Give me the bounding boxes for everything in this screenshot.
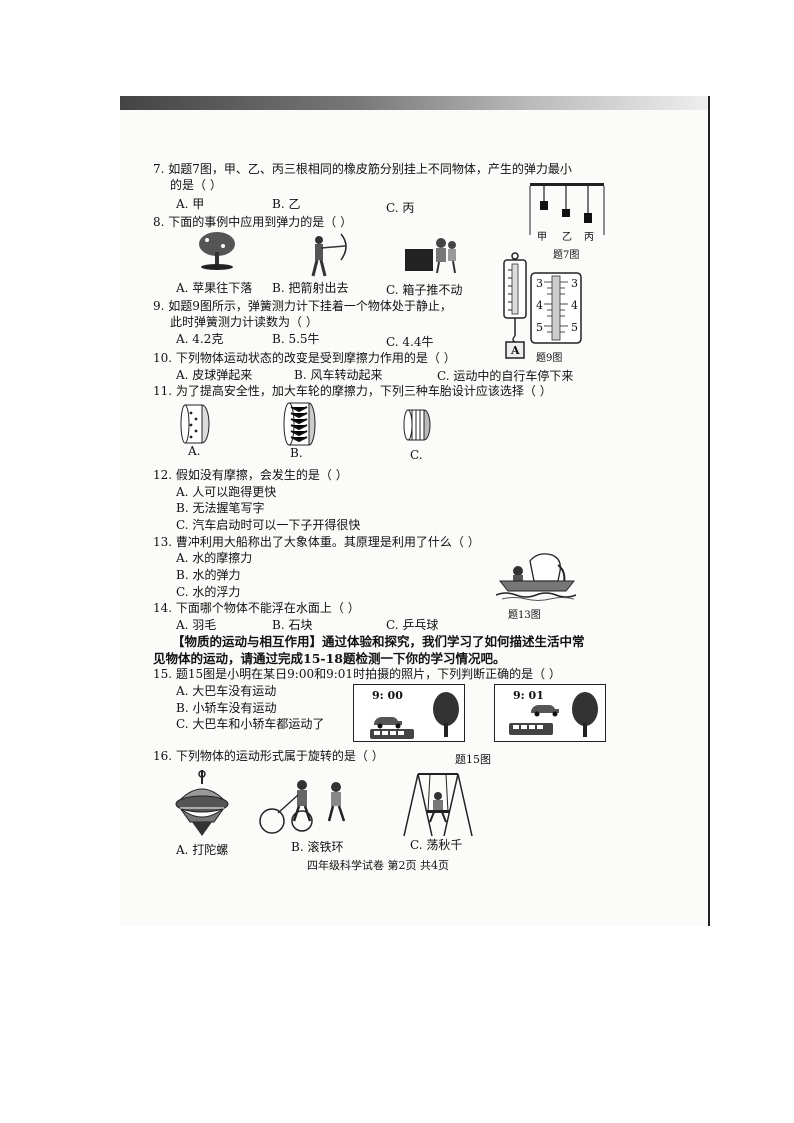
q7-option-c: C. 丙 [386, 201, 415, 215]
q15-option-c: C. 大巴车和小轿车都运动了 [176, 717, 325, 731]
q13-option-c: C. 水的浮力 [176, 585, 241, 599]
scale-number-5: 5 [536, 321, 543, 334]
q16-option-c: C. 荡秋千 [410, 838, 463, 852]
q7-fig-label-bing: 丙 [584, 232, 594, 243]
photo-900-time: 9: 00 [372, 689, 403, 702]
photo-900-frame: 9: 00 [353, 684, 465, 742]
q8-option-b: B. 把箭射出去 [272, 281, 349, 295]
apple-tree-image [195, 230, 239, 270]
q12-option-a: A. 人可以跑得更快 [176, 485, 277, 499]
q7-caption: 题7图 [553, 250, 580, 261]
tire-a-image [180, 403, 210, 445]
q10-option-c: C. 运动中的自行车停下来 [437, 369, 574, 383]
q9-option-c: C. 4.4牛 [386, 335, 434, 349]
q11-stem: 11. 为了提高安全性，加大车轮的摩擦力，下列三种车胎设计应该选择（ ） [153, 384, 552, 398]
q12-option-b: B. 无法握笔写字 [176, 501, 265, 515]
q15-option-a: A. 大巴车没有运动 [176, 684, 277, 698]
q7-rubber-band-figure [528, 183, 608, 235]
q8-stem: 8. 下面的事例中应用到弹力的是（ ） [153, 215, 353, 229]
q16-stem: 16. 下列物体的运动形式属于旋转的是（ ） [153, 749, 384, 763]
scale-number-5-right: 5 [571, 321, 578, 334]
q9-caption: 题9图 [536, 353, 563, 364]
scan-top-edge [120, 96, 708, 110]
q7-option-b: B. 乙 [272, 197, 301, 211]
section-heading-line1: 【物质的运动与相互作用】通过体验和探究，我们学习了如何描述生活中常 [172, 634, 585, 649]
page-footer: 四年级科学试卷 第2页 共4页 [307, 859, 449, 872]
q13-caption: 题13图 [508, 610, 541, 621]
photo-901-time: 9: 01 [513, 689, 544, 702]
q14-option-c: C. 乒乓球 [386, 618, 439, 632]
tire-c-image [402, 408, 432, 442]
q15-caption: 题15图 [455, 753, 491, 766]
q16-option-b: B. 滚铁环 [291, 840, 344, 854]
scale-number-4-right: 4 [571, 299, 578, 312]
q11-option-b: B. [290, 446, 303, 460]
scale-number-3-right: 3 [571, 277, 578, 290]
q9-stem-line2: 此时弹簧测力计读数为（ ） [170, 315, 318, 329]
q7-fig-label-yi: 乙 [562, 232, 572, 243]
q7-fig-label-jia: 甲 [537, 232, 547, 243]
archer-image [305, 232, 353, 278]
q9-option-a: A. 4.2克 [176, 332, 224, 346]
rolling-hoop-image [256, 775, 356, 835]
scale-number-3: 3 [536, 277, 543, 290]
spinning-top-image [170, 770, 234, 838]
q9-option-b: B. 5.5牛 [272, 332, 320, 346]
elephant-boat-image [496, 551, 578, 601]
pushing-box-image [403, 235, 459, 275]
q9-stem-line1: 9. 如题9图所示，弹簧测力计下挂着一个物体处于静止， [153, 299, 452, 313]
q10-option-a: A. 皮球弹起来 [176, 368, 253, 382]
section-heading-line2: 见物体的运动，请通过完成15-18题检测一下你的学习情况吧。 [153, 651, 506, 666]
q13-option-b: B. 水的弹力 [176, 568, 241, 582]
q13-option-a: A. 水的摩擦力 [176, 551, 253, 565]
swing-image [398, 770, 478, 838]
q13-stem: 13. 曹冲利用大船称出了大象体重。其原理是利用了什么（ ） [153, 535, 480, 549]
q11-option-c: C. [410, 448, 423, 462]
q16-option-a: A. 打陀螺 [176, 843, 229, 857]
tire-b-image [283, 401, 317, 447]
q7-stem-line1: 7. 如题7图，甲、乙、丙三根相同的橡皮筋分别挂上不同物体，产生的弹力最小 [153, 162, 572, 176]
scale-zoom-image [530, 272, 582, 344]
q11-option-a: A. [188, 444, 201, 458]
q14-option-b: B. 石块 [272, 618, 313, 632]
spring-scale-image [500, 252, 530, 360]
scale-number-4: 4 [536, 299, 543, 312]
q15-option-b: B. 小轿车没有运动 [176, 701, 277, 715]
q7-option-a: A. 甲 [176, 197, 205, 211]
q10-stem: 10. 下列物体运动状态的改变是受到摩擦力作用的是（ ） [153, 351, 456, 365]
q14-stem: 14. 下面哪个物体不能浮在水面上（ ） [153, 601, 360, 615]
weight-label: A [511, 344, 520, 357]
q7-stem-line2: 的是（ ） [170, 178, 222, 192]
q10-option-b: B. 风车转动起来 [294, 368, 383, 382]
q8-option-c: C. 箱子推不动 [386, 283, 463, 297]
q12-stem: 12. 假如没有摩擦，会发生的是（ ） [153, 468, 348, 482]
q15-stem: 15. 题15图是小明在某日9:00和9:01时拍摄的照片，下列判断正确的是（ … [153, 667, 561, 681]
q12-option-c: C. 汽车启动时可以一下子开得很快 [176, 518, 361, 532]
photo-901-frame: 9: 01 [494, 684, 606, 742]
q14-option-a: A. 羽毛 [176, 618, 217, 632]
q8-option-a: A. 苹果往下落 [176, 281, 253, 295]
